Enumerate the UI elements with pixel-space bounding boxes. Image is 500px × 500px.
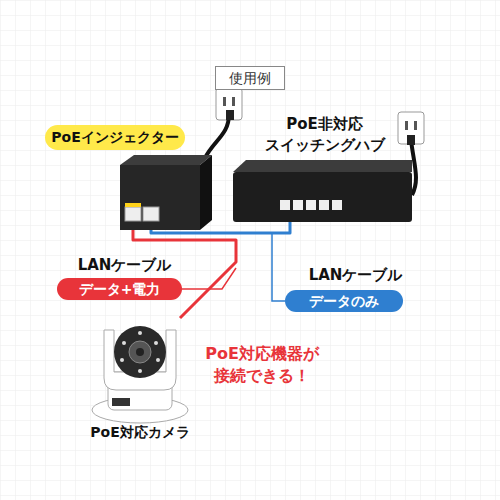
camera-lens xyxy=(129,341,151,363)
hub-top xyxy=(233,160,412,172)
camera-lens-center xyxy=(136,348,144,356)
data-cable xyxy=(151,222,290,233)
hub-body xyxy=(233,172,412,222)
power-plug xyxy=(407,135,415,145)
leader-line xyxy=(272,233,285,301)
lan-port xyxy=(332,200,342,210)
lan-port xyxy=(293,200,303,210)
lan-port xyxy=(319,200,329,210)
lan-port xyxy=(125,207,141,221)
power-outlet xyxy=(216,88,242,120)
camera-led xyxy=(120,358,124,362)
camera-led xyxy=(138,369,142,373)
outlet-slot xyxy=(414,121,417,130)
port-marker xyxy=(125,203,141,207)
poe-camera: PoE対応カメラ xyxy=(75,318,205,443)
cable-label: LANケーブル xyxy=(62,255,187,276)
power-plug xyxy=(226,110,234,120)
injector-side xyxy=(200,155,212,230)
camera-panel xyxy=(112,398,130,406)
diagram-title: 使用例 xyxy=(215,66,285,90)
camera-led xyxy=(122,341,126,345)
injector-device: PoEインジェクター xyxy=(120,165,200,230)
leader-line xyxy=(182,268,236,289)
cable-type-tag: データのみ xyxy=(285,290,403,312)
power-outlet xyxy=(398,112,424,144)
device-label: PoEインジェクター xyxy=(45,125,185,150)
outlet-slot xyxy=(405,121,408,130)
power-cord xyxy=(205,114,229,158)
lan-port xyxy=(143,207,159,221)
lan-port xyxy=(280,200,290,210)
switching-hub: PoE非対応 スイッチングハブ xyxy=(233,160,412,222)
camera-led xyxy=(156,358,160,362)
callout-text: PoE対応機器が 接続できる！ xyxy=(182,343,342,387)
cable-type-tag: データ+電力 xyxy=(57,278,182,300)
outlet-slot xyxy=(232,97,235,106)
device-label: PoE対応カメラ xyxy=(65,422,215,442)
camera-led xyxy=(154,341,158,345)
injector-top xyxy=(120,155,212,165)
camera-led xyxy=(138,331,142,335)
lan-port xyxy=(306,200,316,210)
camera-head xyxy=(114,326,166,378)
cable-label: LANケーブル xyxy=(293,265,418,286)
device-label: PoE非対応 スイッチングハブ xyxy=(237,114,412,156)
outlet-slot xyxy=(223,97,226,106)
injector-body xyxy=(120,165,200,230)
